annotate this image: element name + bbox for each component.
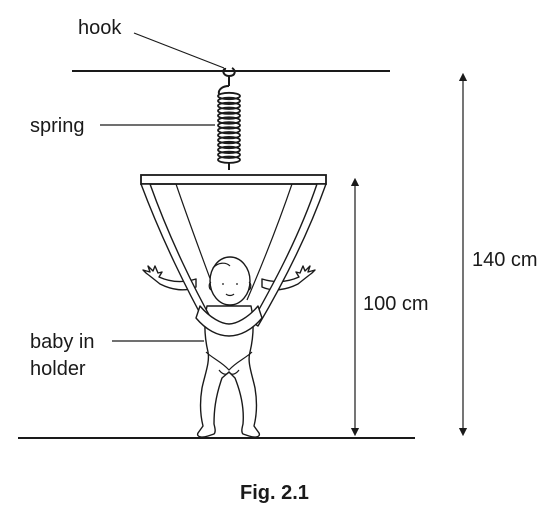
- label-100cm: 100 cm: [363, 293, 429, 315]
- baby-body: [196, 305, 261, 438]
- spring-coil: [217, 136, 241, 145]
- spring-coil: [217, 96, 241, 106]
- spring-coil: [217, 116, 241, 125]
- hook-leader: [133, 32, 225, 69]
- spring-coil: [217, 106, 241, 115]
- holder-top-bar: [140, 174, 327, 185]
- spring-coils: [217, 85, 241, 170]
- spring-coil: [217, 140, 241, 150]
- spring-coil: [217, 126, 241, 135]
- spring-coil: [217, 111, 241, 120]
- spring-coil: [217, 155, 241, 164]
- spring-coil: [217, 131, 241, 140]
- baby-head: [208, 256, 252, 306]
- spring-coil: [217, 91, 241, 101]
- spring-coil: [217, 121, 241, 130]
- figure-caption: Fig. 2.1: [240, 482, 309, 504]
- label-baby-line2: holder: [30, 358, 86, 380]
- label-140cm: 140 cm: [472, 249, 538, 271]
- label-spring: spring: [30, 115, 84, 137]
- spring-coil: [217, 145, 241, 154]
- harness-straps: [140, 183, 327, 337]
- spring-coil: [217, 101, 241, 110]
- label-baby-line1: baby in: [30, 331, 95, 353]
- spring-coil: [217, 150, 241, 159]
- label-hook: hook: [78, 17, 122, 39]
